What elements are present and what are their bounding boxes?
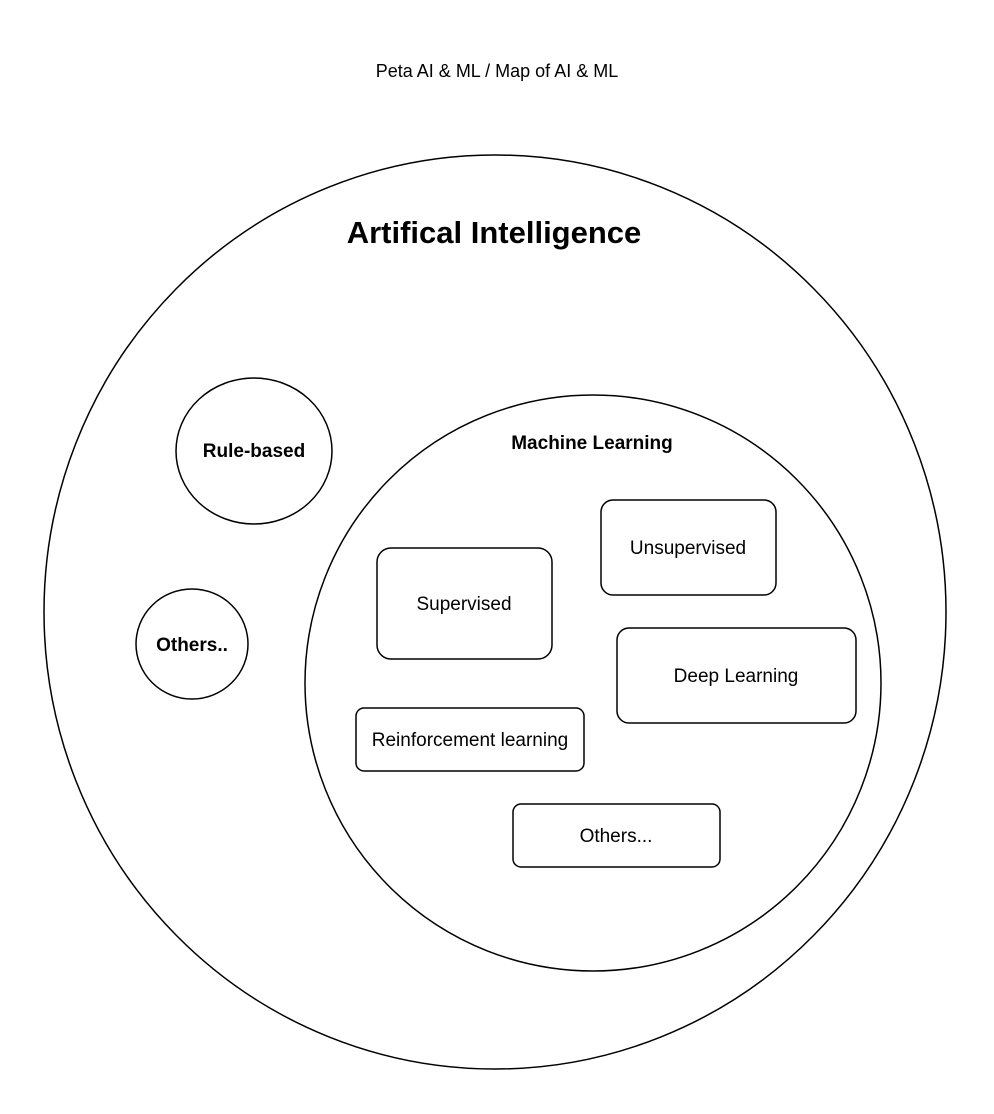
- page-title: Peta AI & ML / Map of AI & ML: [375, 61, 619, 81]
- deep-learning-label: Deep Learning: [674, 666, 799, 687]
- ml-item-deep-learning: Deep Learning: [616, 627, 857, 724]
- rule-based-label: Rule-based: [203, 441, 305, 462]
- rule-based-circle: [175, 377, 333, 525]
- supervised-label: Supervised: [416, 594, 511, 615]
- ai-others-node: Others..: [135, 588, 249, 700]
- ai-label: Artifical Intelligence: [347, 215, 642, 250]
- ml-item-others: Others...: [512, 803, 721, 868]
- reinforcement-learning-label: Reinforcement learning: [372, 730, 568, 751]
- unsupervised-box: [600, 499, 777, 596]
- reinforcement-learning-box: [355, 707, 585, 772]
- ml-others-box: [512, 803, 721, 868]
- supervised-box: [376, 547, 553, 660]
- deep-learning-box: [616, 627, 857, 724]
- ml-others-label: Others...: [580, 826, 653, 847]
- rule-based-node: Rule-based: [175, 377, 333, 525]
- ml-item-unsupervised: Unsupervised: [600, 499, 777, 596]
- ai-others-circle: [135, 588, 249, 700]
- unsupervised-label: Unsupervised: [630, 538, 746, 559]
- ai-others-label: Others..: [156, 635, 228, 656]
- ml-item-supervised: Supervised: [376, 547, 553, 660]
- ml-item-reinforcement-learning: Reinforcement learning: [355, 707, 585, 772]
- ml-label: Machine Learning: [511, 433, 673, 454]
